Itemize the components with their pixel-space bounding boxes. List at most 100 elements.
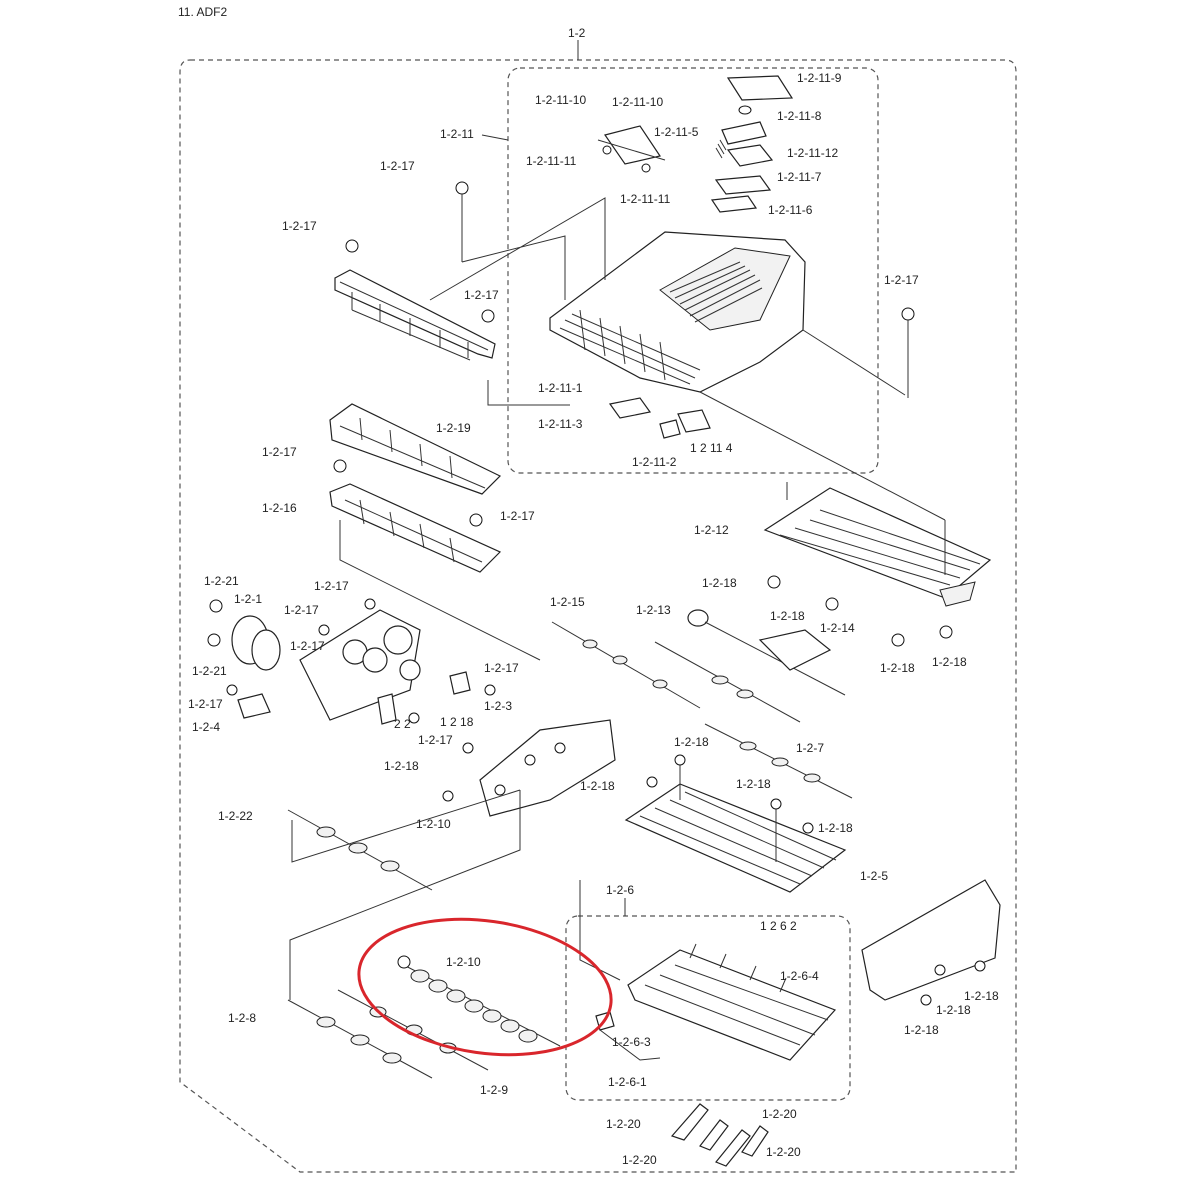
part-label: 1-2-18	[880, 661, 915, 675]
part-label: 1-2-16	[262, 501, 297, 515]
roller-1-2-9-part	[337, 989, 489, 1071]
screw	[767, 575, 781, 589]
part-label: 1-2-11-2	[632, 455, 677, 469]
part-label: 1-2-14	[820, 621, 855, 635]
latch-part	[608, 397, 711, 439]
part-label: 1-2-6	[606, 883, 634, 897]
part-label: 1-2-6-4	[780, 969, 819, 983]
section-title: 11. ADF2	[178, 5, 227, 19]
part-label: 1-2-18	[932, 655, 967, 669]
spring-plate-1-2-20-part	[670, 1103, 769, 1167]
part-label: 1-2-20	[606, 1117, 641, 1131]
paper-guide-1-2-5-part	[624, 764, 847, 893]
part-label: 1-2-5	[860, 869, 888, 883]
part-label: 1-2-9	[480, 1083, 508, 1097]
pickup-roller-1-2-14-part	[687, 609, 846, 696]
screw	[469, 513, 483, 527]
part-label: 1-2-17	[884, 273, 919, 287]
part-label: 1-2-18	[580, 779, 615, 793]
side-frame-part	[442, 719, 616, 817]
roller-1-2-8-part	[287, 999, 433, 1079]
part-label: 1 2 18	[440, 715, 474, 729]
part-label: 1-2-21	[204, 574, 239, 588]
sensor-cover-part	[710, 75, 794, 213]
subassembly-1-2-6-outline	[565, 915, 851, 1101]
small-bracket-part	[226, 671, 496, 754]
part-label: 1-2-18	[702, 576, 737, 590]
screw	[901, 307, 915, 321]
roller-1-2-22-part	[287, 809, 433, 891]
part-label: 1-2-18	[904, 1023, 939, 1037]
part-label: 1-2-17	[262, 445, 297, 459]
part-label: 2 2	[394, 717, 411, 731]
part-label: 1-2-11-7	[777, 170, 822, 184]
screw	[333, 459, 347, 473]
part-label: 1-2-11-3	[538, 417, 583, 431]
part-label: 1-2-17	[284, 603, 319, 617]
exit-tray-part	[763, 482, 992, 607]
part-label: 1-2-4	[192, 720, 220, 734]
part-label: 1-2-12	[694, 523, 729, 537]
screw	[646, 776, 658, 788]
leader-line	[481, 134, 509, 141]
part-label: 1-2-11-5	[654, 125, 699, 139]
part-label: 1-2-11-8	[777, 109, 822, 123]
upper-guide-part	[334, 269, 496, 361]
screw	[674, 754, 686, 766]
part-label: 1-2-17	[380, 159, 415, 173]
part-label: 1-2-11-12	[787, 146, 838, 160]
part-label: 1-2-17	[484, 661, 519, 675]
lower-frame-1-2-6-part	[627, 943, 837, 1061]
part-label: 1-2-19	[436, 421, 471, 435]
part-label: 1-2-13	[636, 603, 671, 617]
screw	[481, 309, 495, 323]
part-label: 1-2-18	[818, 821, 853, 835]
part-label: 1-2-8	[228, 1011, 256, 1025]
roller-1-2-7-part	[704, 723, 853, 799]
assembly-1-2-outline	[179, 59, 1017, 1173]
part-label: 1-2-17	[188, 697, 223, 711]
part-label: 1-2-11-10	[612, 95, 663, 109]
part-label: 1-2-11-1	[538, 381, 583, 395]
part-label: 1-2-20	[766, 1145, 801, 1159]
part-label: 1-2-10	[416, 817, 451, 831]
lower-guide-part	[329, 403, 502, 495]
screw	[770, 798, 782, 810]
part-label: 1-2-10	[446, 955, 481, 969]
part-label: 1-2-6-1	[608, 1075, 647, 1089]
highlight-ellipse	[357, 917, 613, 1057]
part-label: 1-2-1	[234, 592, 262, 606]
screw	[939, 625, 953, 639]
part-label: 1-2-18	[736, 777, 771, 791]
part-label: 1-2-17	[500, 509, 535, 523]
screw	[891, 633, 905, 647]
roller-1-2-10-part	[397, 955, 561, 1047]
part-label: 1-2-3	[484, 699, 512, 713]
gear-bracket-part	[299, 598, 421, 721]
part-label: 1-2-17	[464, 288, 499, 302]
roller-1-2-13-part	[654, 641, 801, 723]
feed-roller-1-2-15-part	[551, 621, 701, 709]
drive-motor-part	[207, 599, 281, 671]
screw	[345, 239, 359, 253]
part-label: 1-2-11-6	[768, 203, 813, 217]
small-part	[599, 1029, 661, 1061]
part-label: 1-2-20	[762, 1107, 797, 1121]
part-label: 1-2-17	[418, 733, 453, 747]
part-label: 1-2-7	[796, 741, 824, 755]
part-label: 1-2-20	[622, 1153, 657, 1167]
part-label: 1-2-17	[314, 579, 349, 593]
screw	[455, 181, 469, 195]
part-label: 1-2	[568, 26, 586, 40]
part-label: 1-2-11-11	[526, 154, 577, 168]
part-label: 1-2-17	[282, 219, 317, 233]
part-label: 1-2-22	[218, 809, 253, 823]
subassembly-1-2-11-outline	[507, 67, 879, 474]
part-label: 1-2-18	[936, 1003, 971, 1017]
part-label: 1 2 6 2	[760, 919, 797, 933]
part-label: 1-2-17	[290, 639, 325, 653]
part-label: 1-2-18	[674, 735, 709, 749]
side-bracket-part	[861, 879, 1001, 1006]
